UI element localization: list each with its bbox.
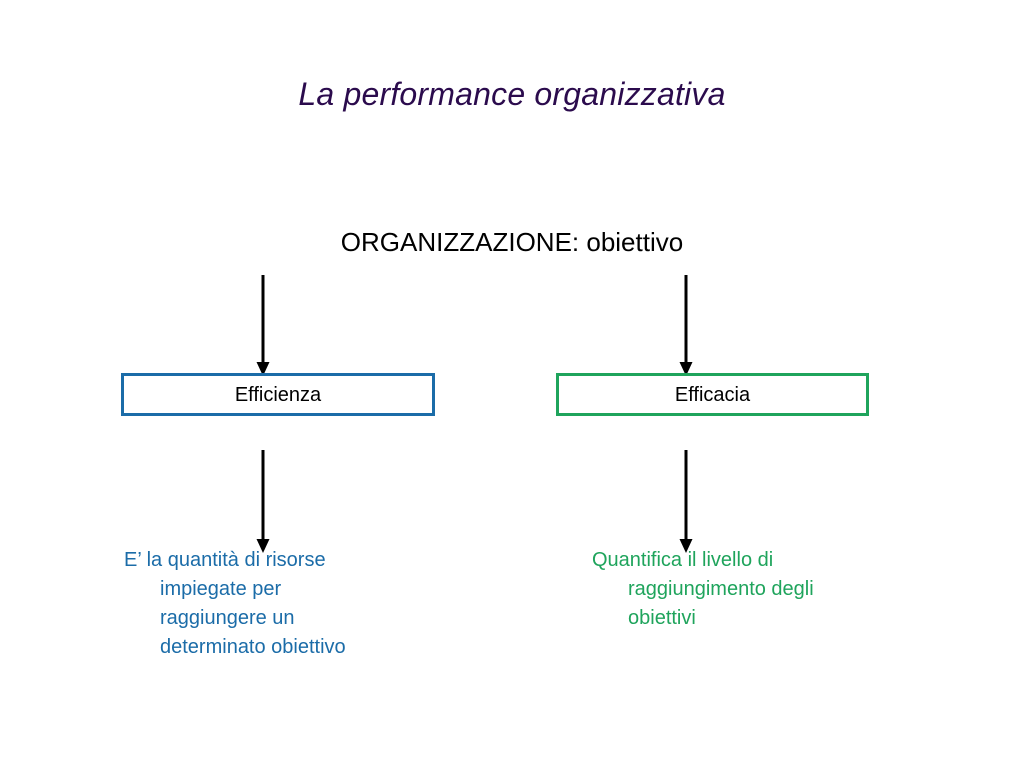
concept-box-efficacia[interactable]: Efficacia	[556, 373, 869, 416]
arrow-efficacia-to-description	[679, 450, 693, 553]
description-efficacia: Quantifica il livello di raggiungimento …	[592, 546, 814, 633]
description-efficienza: E’ la quantità di risorse impiegate per …	[124, 546, 346, 662]
arrow-efficienza-to-description	[256, 450, 270, 553]
description-efficacia-line-1: Quantifica il livello di	[592, 549, 774, 571]
page-title: La performance organizzativa	[298, 76, 726, 112]
organization-heading: ORGANIZZAZIONE: obiettivo	[340, 227, 684, 257]
description-efficienza-line-2: impiegate per	[160, 578, 282, 600]
description-efficacia-line-3: obiettivi	[628, 607, 696, 629]
concept-box-efficienza[interactable]: Efficienza	[121, 373, 435, 416]
arrow-heading-to-efficienza	[256, 275, 270, 376]
description-efficienza-line-4: determinato obiettivo	[160, 636, 346, 658]
concept-box-efficienza-label: Efficienza	[234, 383, 322, 406]
concept-box-efficacia-label: Efficacia	[674, 383, 751, 406]
arrow-heading-to-efficacia	[679, 275, 693, 376]
description-efficienza-line-1: E’ la quantità di risorse	[124, 549, 326, 571]
description-efficacia-line-2: raggiungimento degli	[628, 578, 814, 600]
description-efficienza-line-3: raggiungere un	[160, 607, 295, 629]
